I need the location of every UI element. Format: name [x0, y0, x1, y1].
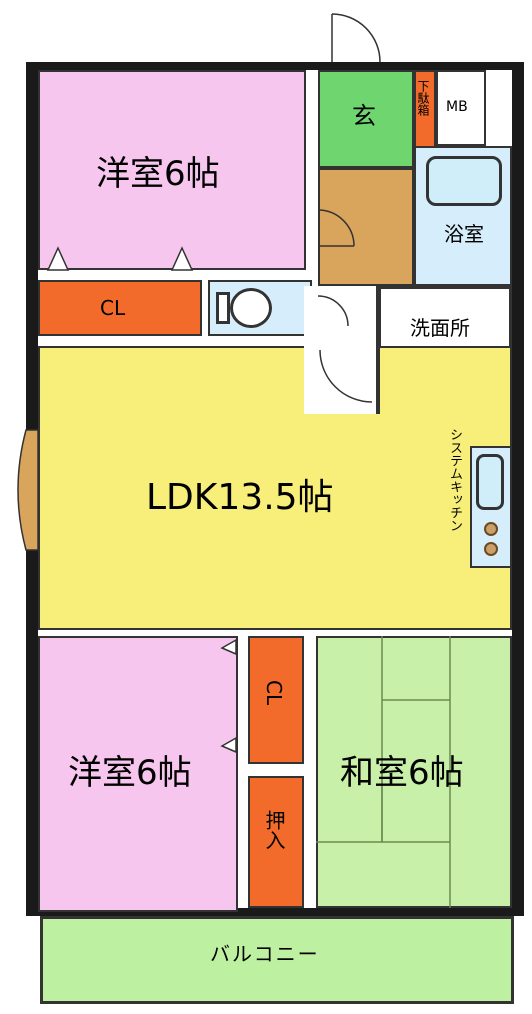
- japanese-room-label: 和室6帖: [340, 753, 464, 793]
- japanese-room: [316, 636, 512, 908]
- shoe-box-label: 下駄箱: [416, 80, 430, 116]
- ldk: [38, 346, 512, 630]
- oshiire-label: 押入: [262, 810, 286, 850]
- outer-wall-bottom: [26, 908, 524, 916]
- stove-icon: [484, 520, 498, 560]
- bathtub-icon: [426, 156, 502, 206]
- outer-wall-right: [512, 62, 524, 916]
- western-room-top-label: 洋室6帖: [96, 154, 220, 194]
- western-room-bottom: [38, 636, 238, 912]
- hallway: [318, 168, 414, 286]
- balcony-label: バルコニー: [210, 942, 320, 966]
- meter-box: [436, 70, 486, 146]
- ldk-notch-wall: [376, 286, 380, 414]
- outer-wall-top: [26, 62, 524, 70]
- washroom-label: 洗面所: [410, 316, 470, 340]
- closet-mid-label: CL: [262, 680, 286, 706]
- western-room-top: [38, 70, 306, 270]
- closet-top: [38, 280, 202, 336]
- oshiire: [248, 776, 304, 908]
- entrance-label: 玄: [352, 102, 376, 130]
- toilet-icon: [216, 286, 272, 330]
- kitchen-sink-icon: [476, 454, 504, 510]
- balcony: [40, 916, 514, 1004]
- closet-top-label: CL: [100, 296, 126, 320]
- entrance: [318, 70, 414, 168]
- ldk-label: LDK13.5帖: [146, 477, 334, 518]
- meter-box-label: MB: [446, 99, 468, 115]
- closet-mid: [248, 636, 304, 764]
- bathroom-label: 浴室: [444, 222, 484, 246]
- kitchen-label: システムキッチン: [447, 428, 462, 532]
- western-room-bottom-label: 洋室6帖: [68, 753, 192, 793]
